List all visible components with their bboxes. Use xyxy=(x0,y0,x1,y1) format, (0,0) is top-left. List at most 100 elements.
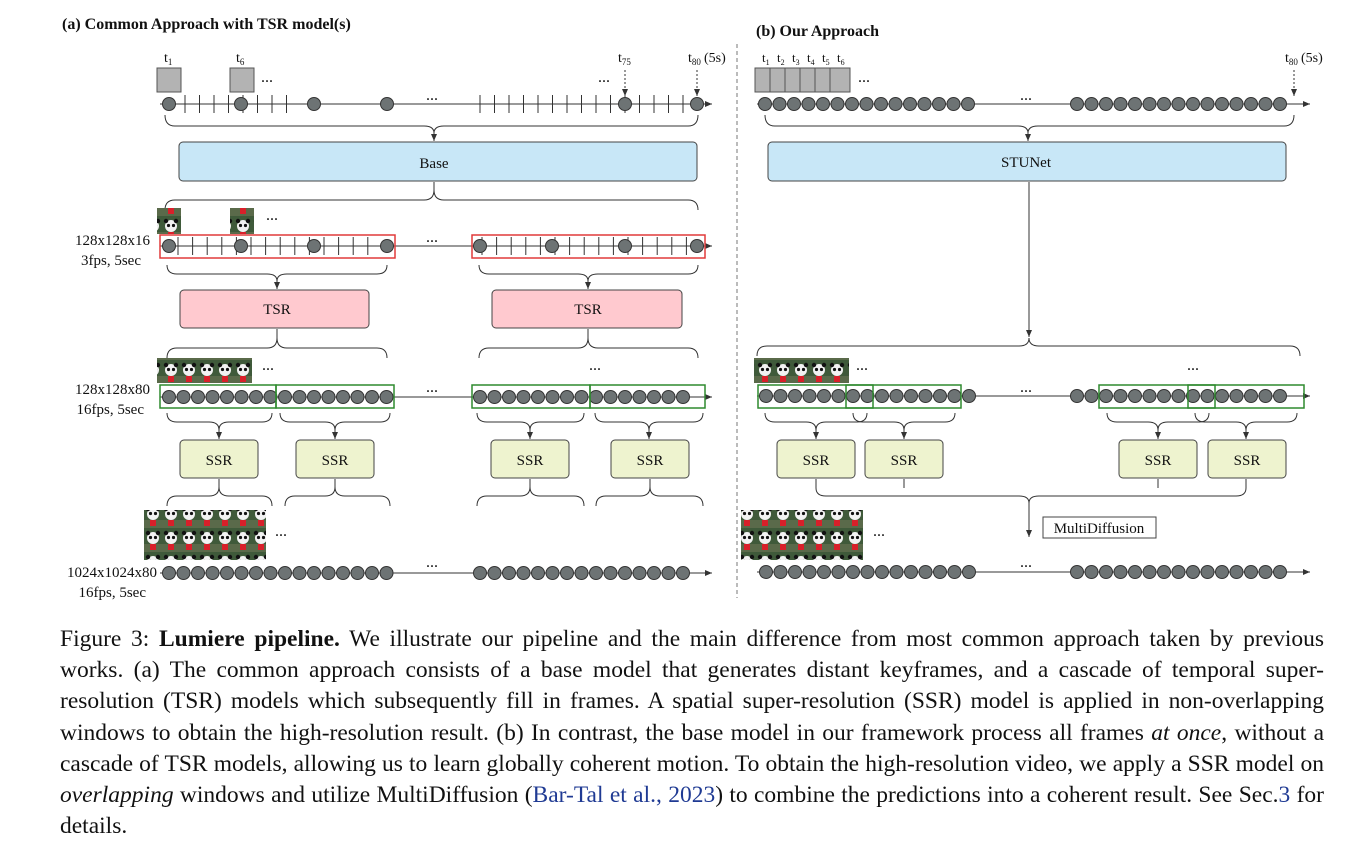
ssr-label: SSR xyxy=(637,453,664,469)
green-window xyxy=(1098,384,1216,409)
frame-node xyxy=(661,566,676,580)
time-label-b: t2 xyxy=(777,50,785,67)
frame-node xyxy=(1258,97,1273,111)
frame-node xyxy=(918,389,933,403)
frame-node xyxy=(773,565,788,579)
frame-node xyxy=(618,239,632,253)
frame-node xyxy=(759,565,773,579)
ellipsis: ... xyxy=(262,357,274,374)
ssr-box xyxy=(864,439,944,479)
frame-node xyxy=(859,97,874,111)
panel-b-title: (b) Our Approach xyxy=(756,23,879,40)
frame-node xyxy=(875,389,889,403)
frame-node xyxy=(1200,389,1215,403)
ssr-box xyxy=(1118,439,1198,479)
frame-node xyxy=(1171,565,1186,579)
frame-node xyxy=(1171,97,1186,111)
time-label-t75: t75 xyxy=(618,51,631,67)
time-label-t1-sub: 1 xyxy=(168,57,173,67)
frame-node xyxy=(589,390,603,404)
frame-node xyxy=(618,566,632,580)
frame-node xyxy=(1157,389,1171,403)
ssr-box xyxy=(1207,439,1287,479)
frame-node xyxy=(162,239,176,253)
tsr-box xyxy=(491,289,683,329)
frame-node xyxy=(531,566,545,580)
time-label-b: t3 xyxy=(792,50,800,67)
frame-node xyxy=(205,566,220,580)
frame-node xyxy=(321,566,336,580)
frame-node xyxy=(1142,565,1157,579)
frame-node xyxy=(1084,389,1099,403)
frame-node xyxy=(860,565,875,579)
frame-node xyxy=(336,566,350,580)
frame-node xyxy=(205,390,220,404)
time-label-b: t4 xyxy=(807,50,815,67)
ellipsis: ... xyxy=(426,229,438,246)
frame-node xyxy=(263,390,278,404)
citation-link[interactable]: Bar-Tal et al., 2023 xyxy=(533,782,716,808)
ellipsis: ... xyxy=(1020,379,1032,396)
frame-node xyxy=(292,390,307,404)
frame-node xyxy=(904,565,918,579)
time-label-t80-sub: 80 xyxy=(692,57,702,67)
frame-node xyxy=(249,390,263,404)
frame-node xyxy=(1244,565,1258,579)
caption-text: for details. xyxy=(60,782,1324,840)
frame-node xyxy=(947,389,962,403)
frame-node xyxy=(802,565,817,579)
frame-node xyxy=(531,390,545,404)
frame-node xyxy=(1113,389,1128,403)
frame-node xyxy=(1128,97,1142,111)
frame-node xyxy=(647,390,661,404)
frame-node xyxy=(307,239,321,253)
frame-node xyxy=(487,390,502,404)
ssr-box xyxy=(490,439,570,479)
frame-node xyxy=(1186,97,1200,111)
frame-node xyxy=(1229,97,1244,111)
frame-node xyxy=(676,390,690,404)
frame-node xyxy=(278,566,292,580)
frame-node xyxy=(874,97,888,111)
frame-node xyxy=(1200,565,1215,579)
timeline-b-1024 xyxy=(757,565,1310,579)
time-label-b-sub: 1 xyxy=(766,58,770,67)
ellipsis: ... xyxy=(1187,357,1199,374)
frame-node xyxy=(321,390,336,404)
ellipsis: ... xyxy=(426,554,438,571)
frame-node xyxy=(787,97,801,111)
frame-node xyxy=(307,97,321,111)
section-link[interactable]: 3 xyxy=(1278,782,1291,809)
frame-node xyxy=(1215,389,1229,403)
time-suffix-a: (5s) xyxy=(704,51,726,66)
frame-node xyxy=(589,566,603,580)
frame-node xyxy=(817,565,831,579)
ssr-label: SSR xyxy=(1145,453,1172,469)
caption-text: windows and utilize MultiDiffusion ( xyxy=(179,782,533,809)
panda-thumbnail xyxy=(230,208,254,234)
frame-node xyxy=(917,97,932,111)
frame-node xyxy=(962,389,976,403)
base-model-label: Base xyxy=(419,156,449,172)
frame-node xyxy=(961,97,975,111)
frame-node xyxy=(903,97,917,111)
frame-node xyxy=(516,390,531,404)
frame-node xyxy=(1070,97,1084,111)
frame-node xyxy=(946,97,961,111)
panel-a-title: (a) Common Approach with TSR model(s) xyxy=(62,16,351,33)
frame-node xyxy=(1113,565,1128,579)
ssr-label: SSR xyxy=(206,453,233,469)
timeline-1024x1024x80 xyxy=(160,566,712,580)
frame-node xyxy=(647,566,661,580)
frame-node xyxy=(632,390,647,404)
green-window xyxy=(757,384,874,409)
frame-node xyxy=(802,389,817,403)
frame-node xyxy=(845,97,859,111)
frame-node xyxy=(1099,97,1113,111)
keyframe-square xyxy=(156,67,182,93)
frame-node xyxy=(618,390,632,404)
citation-author: Bar-Tal et al., xyxy=(532,782,662,809)
frame-node xyxy=(545,390,560,404)
frame-node xyxy=(379,566,394,580)
